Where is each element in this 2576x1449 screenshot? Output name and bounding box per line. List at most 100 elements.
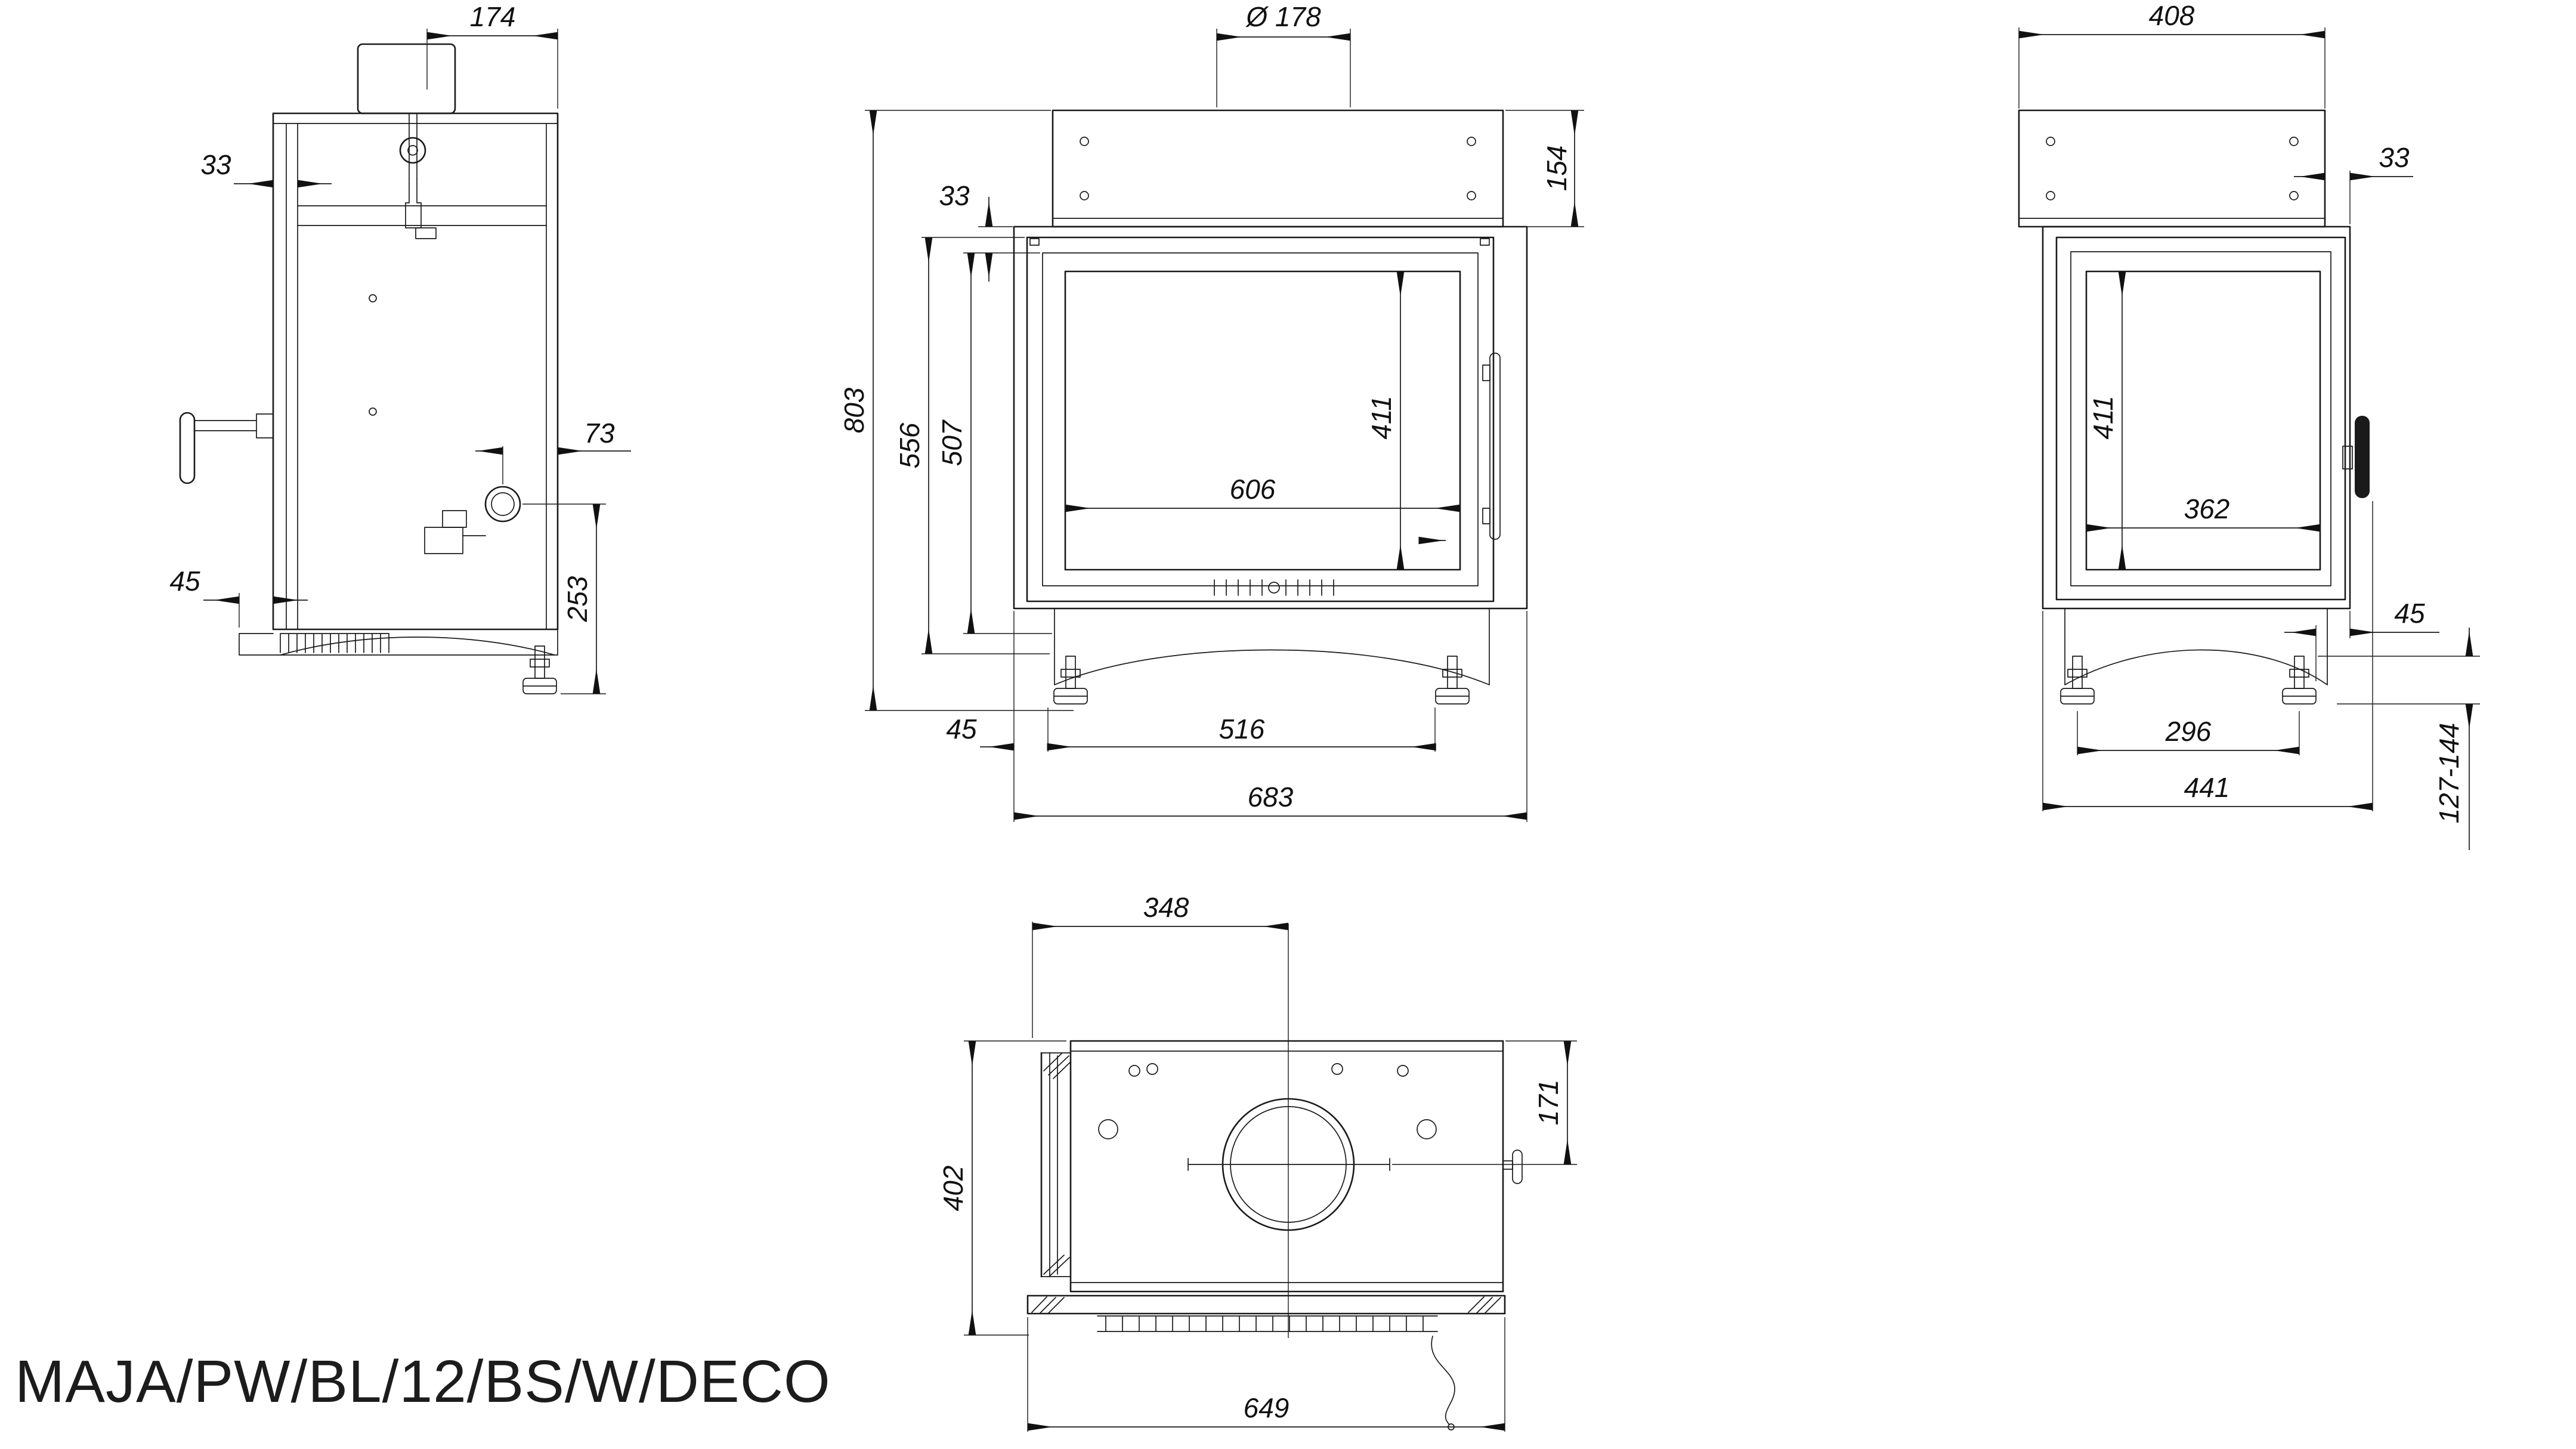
dim-text: 253 — [562, 576, 593, 622]
left-body-outline — [272, 112, 559, 631]
dim-right-glass-width: 362 — [2086, 493, 2320, 532]
water-outlet — [424, 486, 521, 554]
right-handle — [2355, 416, 2370, 498]
dim-text: 556 — [894, 422, 925, 468]
dim-front-glass-height: 411 — [1366, 271, 1405, 570]
dim-left-rear-top-width: 174 — [426, 1, 558, 109]
vent-knob — [1268, 582, 1280, 594]
mount-hole — [1098, 1119, 1118, 1139]
dim-text: 411 — [1366, 396, 1397, 439]
dim-front-hood-height: 154 — [1505, 110, 1584, 227]
side-glass-pane — [2085, 270, 2321, 571]
body-rivet — [369, 294, 377, 302]
hood-rivet — [2046, 137, 2055, 146]
door-bezel — [1042, 252, 1479, 586]
right-body — [2042, 225, 2353, 610]
dim-text: 411 — [2088, 396, 2119, 439]
dim-text: 45 — [946, 713, 977, 744]
vent-grille — [1214, 579, 1334, 596]
adjustable-foot — [1435, 656, 1470, 705]
right-base — [2060, 608, 2328, 705]
firebox-outline — [1013, 225, 1528, 610]
dim-front-body-height: 556 — [894, 237, 1050, 654]
dim-front-total-height: 803 — [839, 110, 1074, 711]
top-front-panel — [1026, 1282, 1506, 1431]
body-rivet — [369, 407, 377, 416]
latch — [2342, 446, 2353, 469]
handle-mount-top — [1502, 1160, 1513, 1170]
dim-text: 73 — [584, 418, 615, 449]
side-glass-bezel — [2070, 251, 2331, 586]
bolt-hole — [1128, 1065, 1140, 1077]
dim-text: 127-144 — [2433, 723, 2464, 824]
front-body — [1013, 225, 1528, 610]
base-arch — [280, 637, 555, 656]
dim-text: 33 — [2379, 142, 2410, 173]
left-base — [239, 629, 558, 694]
bolt-hole — [1331, 1063, 1343, 1075]
dim-text: 441 — [2184, 772, 2230, 803]
dim-text: 33 — [939, 180, 970, 211]
hood-rivet — [1080, 137, 1089, 146]
dim-text: 45 — [169, 566, 200, 597]
front-hood — [1052, 109, 1504, 228]
corner-hatch — [1043, 1255, 1070, 1277]
dim-top-flue-rear-offset: 171 — [1392, 1040, 1577, 1165]
dim-top-total-depth: 402 — [938, 1040, 1066, 1336]
adjustable-foot — [2060, 656, 2095, 705]
top-view: 348 402 171 649 — [938, 892, 1577, 1432]
dim-text: 606 — [1230, 474, 1276, 505]
hood-rivet — [2046, 191, 2055, 200]
hood-rivet — [2289, 137, 2299, 146]
hood-outline — [2018, 109, 2326, 228]
dim-text: Ø 178 — [1245, 1, 1321, 32]
dim-text: 408 — [2149, 0, 2195, 31]
dim-left-outlet-height: 253 — [522, 503, 606, 694]
dim-text: 174 — [470, 1, 516, 32]
dim-text: 649 — [1244, 1392, 1289, 1423]
dim-right-foot-inset: 45 — [2284, 598, 2439, 681]
left-side-view: 174 33 73 253 45 — [169, 1, 631, 694]
air-intake-cable — [1431, 1336, 1455, 1425]
hood-outline — [1052, 109, 1504, 228]
dim-front-door-height: 507 — [936, 252, 1052, 634]
bolt-hole — [1397, 1065, 1409, 1077]
door-frame — [1026, 236, 1495, 603]
dim-left-outlet-to-rear: 73 — [475, 418, 631, 484]
dim-right-total-depth: 441 — [2042, 501, 2373, 811]
corner-hatch — [1043, 1053, 1071, 1079]
right-side-view: 408 33 411 362 45 296 — [2018, 0, 2480, 850]
dim-front-frame-gap: 33 — [939, 180, 1013, 282]
dim-front-flue-diameter: Ø 178 — [1216, 1, 1351, 107]
outlet-port — [484, 486, 521, 523]
vent-grille — [1097, 1315, 1438, 1332]
dim-right-leg-range: 127-144 — [2318, 628, 2480, 850]
dim-text: 45 — [2394, 598, 2425, 629]
dim-text: 171 — [1533, 1080, 1564, 1126]
hood-rivet — [1080, 191, 1089, 200]
mount-hole — [1417, 1119, 1437, 1139]
firebox-outline — [2042, 225, 2351, 610]
dim-right-glass-height: 411 — [2088, 271, 2126, 570]
dim-text: 803 — [839, 387, 870, 433]
top-body-outline — [1069, 1040, 1504, 1293]
side-glass-frame — [2055, 236, 2346, 601]
dim-right-feet-spacing: 296 — [2077, 711, 2300, 755]
base-arch — [2064, 608, 2328, 685]
front-base — [1053, 608, 1490, 705]
dim-text: 507 — [936, 419, 967, 466]
hinge — [1480, 238, 1490, 246]
corner-hatch — [1031, 1296, 1501, 1314]
dim-front-glass-width: 606 — [1065, 474, 1460, 512]
dim-front-bottom: 45 516 683 — [946, 611, 1527, 822]
dim-top-flue-offset: 348 — [1032, 892, 1288, 1038]
left-body — [272, 112, 559, 631]
glass-pane — [1064, 270, 1461, 571]
drawing-title: MAJA/PW/BL/12/BS/W/DECO — [15, 1348, 831, 1415]
bolt-hole — [1146, 1063, 1158, 1075]
dim-right-frame-gap: 33 — [2294, 142, 2413, 224]
dim-text: 296 — [2165, 716, 2212, 747]
front-handle — [1482, 353, 1501, 540]
hinge — [1029, 238, 1040, 246]
